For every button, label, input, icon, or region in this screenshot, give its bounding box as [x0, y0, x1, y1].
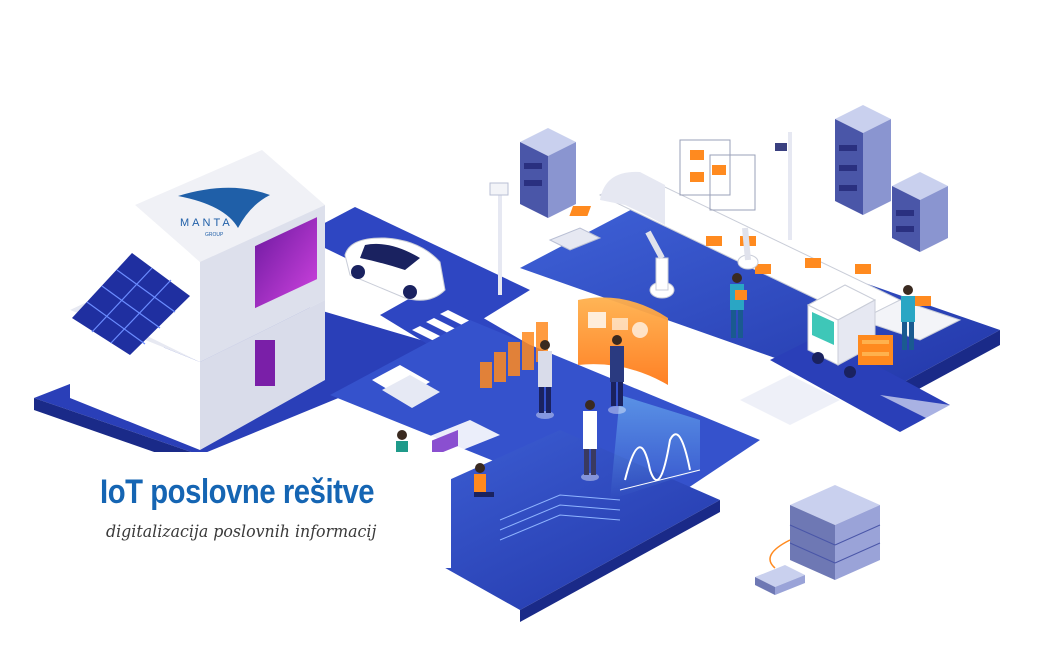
- office-desk: [420, 420, 500, 457]
- car-icon: [344, 237, 446, 301]
- stairs-left: [372, 365, 440, 408]
- data-bars: [480, 322, 548, 388]
- manta-logo: MANTA GROUP: [178, 187, 270, 238]
- logo-text: MANTA: [180, 217, 233, 229]
- caption-box: IoT poslovne rešitve digitalizacija posl…: [88, 452, 451, 568]
- orange-display: [578, 297, 668, 385]
- caption-subtitle: digitalizacija poslovnih informacij: [106, 522, 377, 542]
- network-lines: [499, 494, 621, 541]
- solar-panel-icon: [72, 253, 190, 355]
- forklift-icon: [806, 284, 893, 378]
- camera-icon: [489, 132, 792, 295]
- router-device: [548, 227, 602, 251]
- building-windows: [255, 217, 317, 386]
- caption-title: IoT poslovne rešitve: [100, 473, 375, 511]
- robot-arm-icon: [645, 227, 759, 299]
- stairs-right: [740, 375, 840, 425]
- logo-subtext: GROUP: [205, 232, 224, 238]
- chart-icon: [610, 395, 701, 500]
- scanner-arch: [600, 171, 665, 225]
- server-rack-icon: [520, 105, 948, 595]
- shelves: [679, 139, 756, 211]
